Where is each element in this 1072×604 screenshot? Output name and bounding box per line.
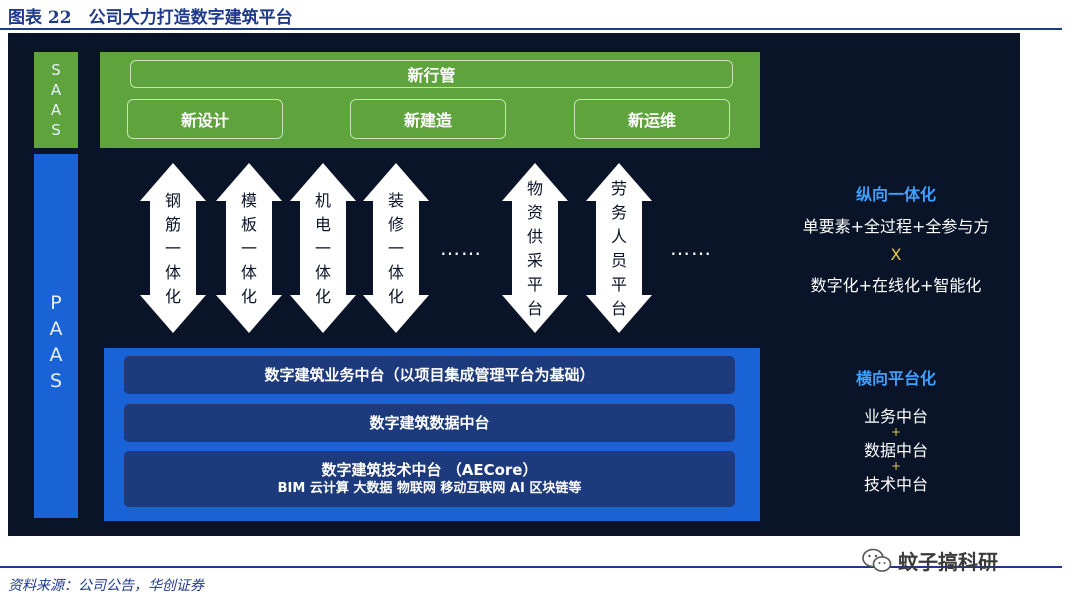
paas-panel: 数字建筑业务中台（以项目集成管理平台为基础） 数字建筑数据中台 数字建筑技术中台…	[104, 348, 760, 521]
arrow-label-char: 钢	[164, 191, 181, 210]
figure-title: 图表 22 公司大力打造数字建筑平台	[8, 8, 293, 28]
arrow-label-char: 化	[387, 287, 404, 306]
arrow-label-char: 员	[610, 251, 627, 270]
tech-middle-platform-stack: BIM 云计算 大数据 物联网 移动互联网 AI 区块链等	[277, 481, 582, 496]
arrow-label-char: 资	[526, 203, 543, 222]
diagram-canvas: S A A S P A A S 新行管 新设计 新建造 新运维 钢筋一体化模板一…	[8, 33, 1020, 536]
arrow-label-char: 电	[314, 215, 331, 234]
source-note: 资料来源：公司公告，华创证券	[8, 578, 204, 594]
saas-module-design: 新设计	[127, 99, 283, 139]
arrows-layer	[140, 163, 652, 333]
ellipsis-right: ……	[670, 236, 712, 260]
arrow-label-char: 化	[240, 287, 257, 306]
arrow-label-char: 体	[240, 263, 257, 282]
tech-middle-platform: 数字建筑技术中台 （AECore） BIM 云计算 大数据 物联网 移动互联网 …	[124, 451, 735, 507]
double-arrow-3	[290, 163, 356, 333]
arrow-label-char: 体	[164, 263, 181, 282]
double-arrow-5	[502, 163, 568, 333]
paas-letter: A	[49, 344, 63, 366]
saas-module-operate: 新运维	[574, 99, 730, 139]
double-arrow-2	[216, 163, 282, 333]
arrow-label-3: 机电一体化	[311, 189, 335, 309]
horizontal-item-business: 业务中台	[863, 407, 928, 426]
arrow-label-5: 物资供采平台	[523, 177, 547, 321]
arrow-label-char: 体	[387, 263, 404, 282]
saas-panel: 新行管 新设计 新建造 新运维	[100, 52, 760, 148]
arrow-label-6: 劳务人员平台	[607, 177, 631, 321]
business-middle-platform-label: 数字建筑业务中台（以项目集成管理平台为基础）	[264, 366, 595, 384]
vertical-integration-heading: 纵向一体化	[855, 185, 936, 204]
saas-letter: S	[51, 61, 61, 79]
saas-letters: S A A S	[34, 60, 78, 140]
arrow-label-char: 体	[314, 263, 331, 282]
paas-letter: P	[50, 292, 62, 314]
arrow-label-char: 筋	[164, 215, 181, 234]
paas-letters: P A A S	[34, 290, 78, 394]
arrow-label-char: 采	[526, 251, 543, 270]
arrow-label-char: 台	[526, 299, 543, 318]
arrow-label-2: 模板一体化	[237, 189, 261, 309]
horizontal-item-tech: 技术中台	[863, 475, 928, 494]
arrow-label-char: 修	[387, 215, 404, 234]
watermark-text: 蚊子搞科研	[898, 550, 998, 574]
saas-layer-label: S A A S	[34, 52, 78, 148]
vertical-integration-line2: 数字化+在线化+智能化	[810, 276, 982, 295]
saas-module-build: 新建造	[350, 99, 506, 139]
arrow-label-1: 钢筋一体化	[161, 189, 185, 309]
arrow-label-char: 供	[526, 227, 543, 246]
tech-middle-platform-label: 数字建筑技术中台 （AECore）	[321, 461, 538, 479]
data-middle-platform-label: 数字建筑数据中台	[369, 414, 490, 432]
arrow-label-char: 一	[314, 239, 331, 258]
double-arrow-1	[140, 163, 206, 333]
horizontal-item-data: 数据中台	[863, 441, 928, 460]
saas-letter: S	[51, 121, 61, 139]
arrow-label-char: 台	[610, 299, 627, 318]
plus-symbol: +	[890, 425, 902, 439]
paas-letter: S	[49, 370, 63, 392]
plus-symbol: +	[890, 459, 902, 473]
vertical-integration-line1: 单要素+全过程+全参与方	[802, 217, 990, 236]
paas-letter: A	[49, 318, 63, 340]
arrow-label-char: 化	[164, 287, 181, 306]
arrow-label-char: 务	[610, 203, 627, 222]
cross-symbol: X	[890, 245, 902, 264]
double-arrow-4	[363, 163, 429, 333]
title-rule	[0, 28, 1062, 30]
arrow-label-char: 平	[610, 275, 627, 294]
ellipsis-left: ……	[440, 236, 482, 260]
business-middle-platform: 数字建筑业务中台（以项目集成管理平台为基础）	[124, 356, 735, 394]
arrow-label-char: 板	[240, 215, 257, 234]
data-middle-platform: 数字建筑数据中台	[124, 404, 735, 442]
arrow-label-char: 一	[164, 239, 181, 258]
saas-letter: A	[50, 101, 62, 119]
watermark: 蚊子搞科研	[862, 546, 998, 575]
arrow-label-char: 物	[526, 179, 543, 198]
wechat-icon	[862, 548, 892, 572]
horizontal-platform-heading: 横向平台化	[855, 369, 936, 388]
arrow-label-char: 机	[314, 191, 331, 210]
horizontal-platform-block: 横向平台化 业务中台 + 数据中台 + 技术中台	[821, 365, 971, 495]
arrow-label-char: 劳	[610, 179, 627, 198]
source-rule	[0, 566, 1062, 568]
double-arrow-6	[586, 163, 652, 333]
arrow-label-char: 一	[240, 239, 257, 258]
arrow-label-char: 模	[240, 191, 257, 210]
vertical-integration-block: 纵向一体化 单要素+全过程+全参与方 X 数字化+在线化+智能化	[791, 181, 1001, 296]
saas-top-module: 新行管	[130, 60, 733, 88]
arrow-label-char: 装	[387, 191, 404, 210]
arrow-label-char: 一	[387, 239, 404, 258]
saas-letter: A	[50, 81, 62, 99]
arrow-label-char: 平	[526, 275, 543, 294]
arrow-label-char: 化	[314, 287, 331, 306]
arrow-label-4: 装修一体化	[384, 189, 408, 309]
paas-layer-label: P A A S	[34, 154, 78, 518]
arrow-label-char: 人	[610, 227, 627, 246]
